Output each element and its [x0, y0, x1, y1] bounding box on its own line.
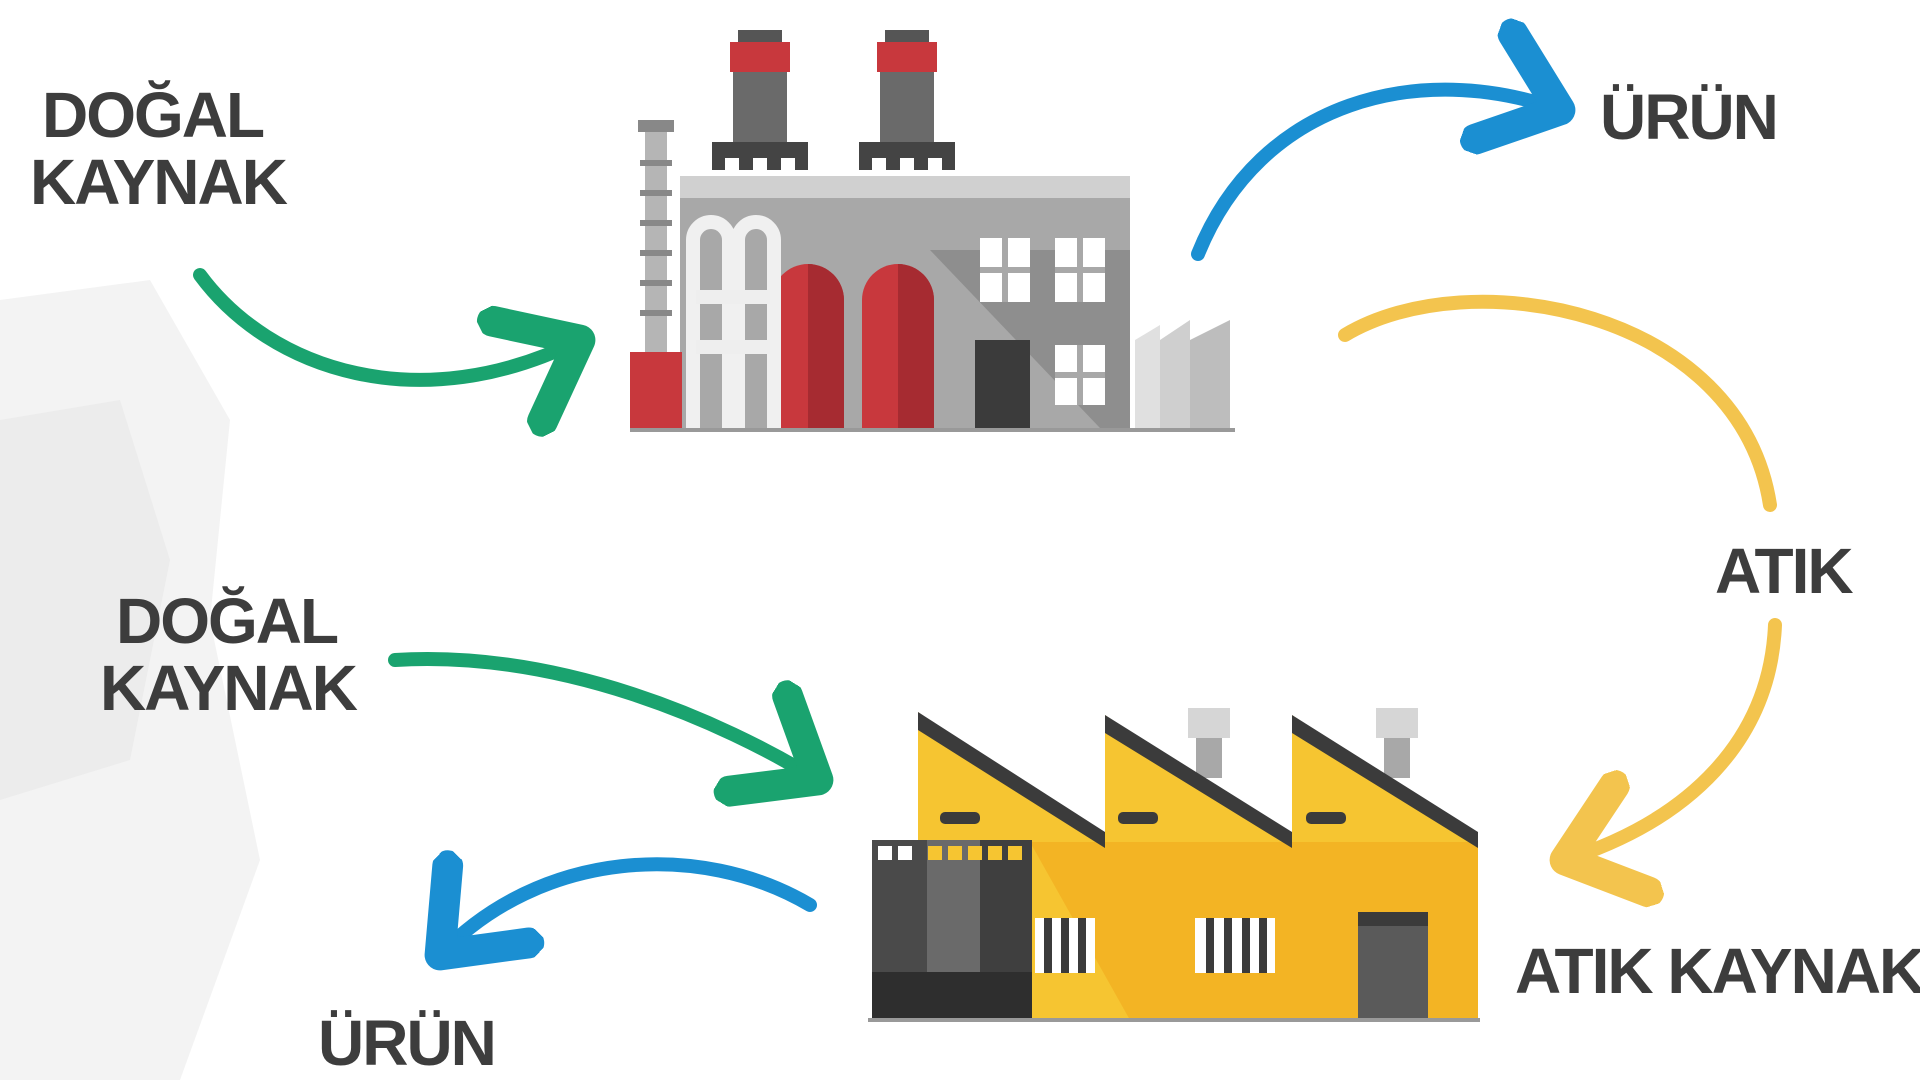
bottom-natural-resource-label: DOĞAL KAYNAK — [100, 585, 358, 725]
label-text: ATIK — [1715, 535, 1854, 607]
natural-resource-arrow-top — [193, 268, 580, 380]
label-line: DOĞAL — [116, 585, 339, 657]
label-text: ÜRÜN — [318, 1007, 497, 1079]
waste-resource-label: ATIK KAYNAK — [1515, 935, 1920, 1007]
label-text: ATIK KAYNAK — [1515, 935, 1920, 1007]
natural-resource-arrow-bottom — [388, 652, 818, 780]
label-text: ÜRÜN — [1600, 81, 1779, 153]
top-product-label: ÜRÜN — [1600, 81, 1779, 153]
power-plant-icon — [630, 30, 1235, 432]
yellow-factory-icon — [868, 708, 1480, 1022]
product-arrow-bottom — [440, 864, 817, 955]
label-line: DOĞAL — [42, 79, 265, 151]
label-line: KAYNAK — [30, 146, 288, 219]
bottom-product-label: ÜRÜN — [318, 1007, 497, 1079]
waste-label: ATIK — [1715, 535, 1854, 607]
label-line: KAYNAK — [100, 652, 358, 725]
product-arrow-top — [1191, 90, 1560, 261]
waste-arrow-lower — [1565, 618, 1782, 860]
top-natural-resource-label: DOĞAL KAYNAK — [30, 79, 288, 219]
waste-arrow-upper — [1338, 294, 1777, 512]
